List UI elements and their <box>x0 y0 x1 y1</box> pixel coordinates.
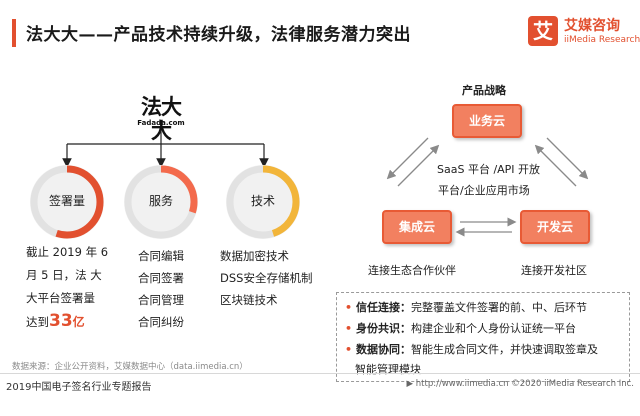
title-accent-bar <box>12 19 16 47</box>
bullet-icon: • <box>345 301 353 314</box>
highlight-continuation: 智能管理模块 <box>355 363 421 376</box>
fadada-logo-url: Fadada.com <box>137 119 185 127</box>
technology-item: DSS安全存储机制 <box>220 271 313 285</box>
report-name: 2019中国电子签名行业专题报告 <box>6 382 152 393</box>
highlights-box: •信任连接：完整覆盖文件签署的前、中、后环节 •身份共识：构建企业和个人身份认证… <box>336 292 630 382</box>
strategy-title: 产品战略 <box>462 84 506 97</box>
bullet-icon: • <box>345 322 353 335</box>
strategy-center-line1: SaaS 平台 /API 开放 <box>437 163 541 176</box>
highlight-item: •数据协同：智能生成合同文件，并快速调取签章及 <box>345 341 598 357</box>
technology-label: 技术 <box>250 194 275 208</box>
signing-total-line: 达到33亿 <box>26 310 108 334</box>
signing-volume-label: 签署量 <box>48 194 85 208</box>
technology-circle: 技术 <box>226 165 300 239</box>
strategy-node-integration-cloud: 集成云 <box>382 210 452 244</box>
highlight-text: 完整覆盖文件签署的前、中、后环节 <box>411 301 588 314</box>
service-item: 合同纠纷 <box>138 315 184 329</box>
highlight-text: 智能生成合同文件，并快速调取签章及 <box>411 343 599 356</box>
strategy-node-business-cloud: 业务云 <box>452 104 522 138</box>
highlight-item: •信任连接：完整覆盖文件签署的前、中、后环节 <box>345 299 587 315</box>
highlight-key: 信任连接： <box>356 301 412 314</box>
bullet-icon: • <box>345 343 353 356</box>
service-progress-ring <box>124 165 198 239</box>
strategy-center-line2: 平台/企业应用市场 <box>438 184 530 197</box>
footer-website[interactable]: ▶ http://www.iimedia.cn ©2020 iiMedia Re… <box>406 379 634 389</box>
technology-item: 区块链技术 <box>220 293 278 307</box>
signing-volume-circle: 签署量 <box>30 165 104 239</box>
signing-total-unit: 亿 <box>72 315 85 329</box>
highlight-key: 身份共识： <box>356 322 412 335</box>
brand-name-en: iiMedia Research <box>564 35 640 45</box>
service-list: 合同编辑 合同签署 合同管理 合同纠纷 <box>138 245 184 333</box>
signing-text-line: 月 5 日，法 大 <box>26 268 102 282</box>
data-source: 数据来源：企业公开资料，艾媒数据中心（data.iimedia.cn） <box>12 362 248 372</box>
highlight-item: •身份共识：构建企业和个人身份认证统一平台 <box>345 320 576 336</box>
highlight-key: 数据协同： <box>356 343 412 356</box>
strategy-node-developer-cloud: 开发云 <box>520 210 590 244</box>
signing-volume-text: 截止 2019 年 6 月 5 日，法 大 大平台签署量 达到33亿 <box>26 241 108 334</box>
service-circle: 服务 <box>124 165 198 239</box>
service-item: 合同签署 <box>138 271 184 285</box>
signing-progress-ring <box>30 165 104 239</box>
technology-list: 数据加密技术 DSS安全存储机制 区块链技术 <box>220 245 312 311</box>
signing-text-line: 截止 2019 年 6 <box>26 245 109 259</box>
signing-text-line: 大平台签署量 <box>26 291 95 305</box>
brand-logo: 艾 艾媒咨询 iiMedia Research <box>528 14 640 54</box>
service-item: 合同编辑 <box>138 249 184 263</box>
technology-item: 数据加密技术 <box>220 249 289 263</box>
highlight-text: 构建企业和个人身份认证统一平台 <box>411 322 577 335</box>
technology-progress-ring <box>226 165 300 239</box>
brand-name-cn: 艾媒咨询 <box>564 18 620 34</box>
brand-mark-icon: 艾 <box>528 16 558 46</box>
strategy-left-caption: 连接生态合作伙伴 <box>368 264 456 277</box>
page-title: 法大大——产品技术持续升级，法律服务潜力突出 <box>26 25 411 45</box>
strategy-right-caption: 连接开发社区 <box>521 264 587 277</box>
service-label: 服务 <box>148 194 173 208</box>
service-item: 合同管理 <box>138 293 184 307</box>
footer-divider <box>0 373 640 374</box>
signing-total-value: 33 <box>49 311 73 331</box>
signing-total-prefix: 达到 <box>26 315 49 329</box>
